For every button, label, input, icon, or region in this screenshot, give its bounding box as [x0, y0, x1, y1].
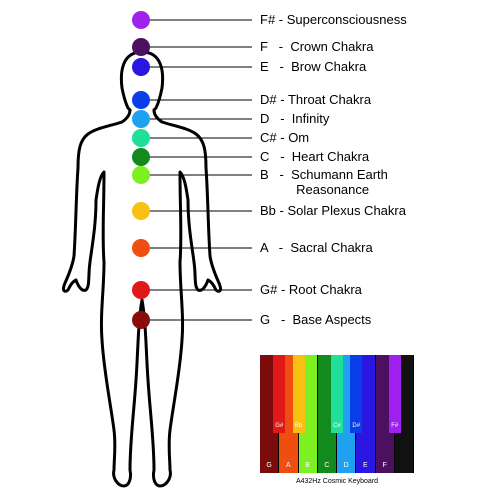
separator: - [277, 282, 289, 297]
chakra-name: Solar Plexus Chakra [287, 203, 406, 218]
white-key-label: F [382, 462, 387, 469]
chakra-note: G# [260, 282, 278, 297]
cosmic-keyboard: G A B C D E F G# Bb C# D# F# [260, 355, 414, 473]
separator: - [268, 167, 292, 182]
black-key: G# [273, 355, 286, 433]
chakra-name: Crown Chakra [290, 39, 374, 54]
black-key-label: Bb [294, 423, 303, 429]
white-key-label: G [266, 462, 272, 469]
chakra-dot [132, 110, 150, 128]
separator: - [269, 149, 292, 164]
separator: - [276, 92, 288, 107]
black-key-label: G# [275, 423, 284, 429]
chakra-dot [132, 166, 150, 184]
black-key-label: F# [391, 423, 399, 429]
chakra-note: D# [260, 92, 277, 107]
chakra-name: Root Chakra [288, 282, 362, 297]
chakra-note: C# [260, 130, 277, 145]
black-key: C# [331, 355, 343, 433]
chakra-label: G# - Root Chakra [260, 282, 362, 297]
black-key-label: C# [333, 423, 341, 429]
chakra-note: C [260, 149, 270, 164]
chakra-name: Brow Chakra [291, 59, 367, 74]
chakra-dot [132, 58, 150, 76]
black-key: F# [388, 355, 401, 433]
chakra-label: B - Schumann Earth Reasonance [260, 167, 388, 197]
chakra-label: A - Sacral Chakra [260, 240, 373, 255]
chakra-dot [132, 129, 150, 147]
separator: - [269, 111, 292, 126]
separator: - [267, 240, 291, 255]
separator: - [267, 39, 291, 54]
separator: - [276, 130, 289, 145]
black-key: D# [350, 355, 363, 433]
chakra-note: B [260, 167, 269, 182]
chakra-name: Base Aspects [292, 312, 372, 327]
chakra-dot [132, 311, 150, 329]
chakra-dot [132, 38, 150, 56]
white-key-label: B [305, 462, 310, 469]
chakra-name: Sacral Chakra [290, 240, 373, 255]
chakra-label: C - Heart Chakra [260, 149, 369, 164]
chakra-note: D [260, 111, 270, 126]
separator: - [268, 59, 292, 74]
separator: - [275, 12, 287, 27]
chakra-label: G - Base Aspects [260, 312, 371, 327]
chakra-label: Bb - Solar Plexus Chakra [260, 203, 406, 218]
keyboard-caption: A432Hz Cosmic Keyboard [295, 478, 379, 485]
chakra-dot [132, 239, 150, 257]
chakra-name: Infinity [291, 111, 330, 126]
black-key-label: D# [352, 423, 361, 429]
chakra-note: F# [260, 12, 276, 27]
white-key-label: D [343, 462, 349, 469]
chakra-dot [132, 91, 150, 109]
chakra-dot [132, 11, 150, 29]
white-key-label: C [324, 462, 330, 469]
chakra-label: C# - Om [260, 130, 309, 145]
chakra-note: E [260, 59, 269, 74]
separator: - [270, 312, 293, 327]
chakra-label: D - Infinity [260, 111, 329, 126]
chakra-note: A [260, 240, 268, 255]
chakra-dot [132, 202, 150, 220]
chakra-dot [132, 148, 150, 166]
chakra-label: E - Brow Chakra [260, 59, 366, 74]
black-key: Bb [292, 355, 305, 433]
chakra-note: F [260, 39, 268, 54]
chakra-dot [132, 281, 150, 299]
chakra-name: Superconsciousness [286, 12, 407, 27]
white-key-label: E [363, 462, 368, 469]
chakra-name: Throat Chakra [287, 92, 372, 107]
chakra-name: Heart Chakra [291, 149, 370, 164]
white-key-label: A [286, 462, 291, 469]
chakra-note: G [260, 312, 271, 327]
chakra-label: F# - Superconsciousness [260, 12, 407, 27]
chakra-name: Schumann Earth Reasonance [291, 167, 388, 197]
separator: - [275, 203, 288, 218]
chakra-label: F - Crown Chakra [260, 39, 373, 54]
chakra-name: Om [288, 130, 310, 145]
chakra-label: D# - Throat Chakra [260, 92, 371, 107]
chakra-note: Bb [260, 203, 276, 218]
